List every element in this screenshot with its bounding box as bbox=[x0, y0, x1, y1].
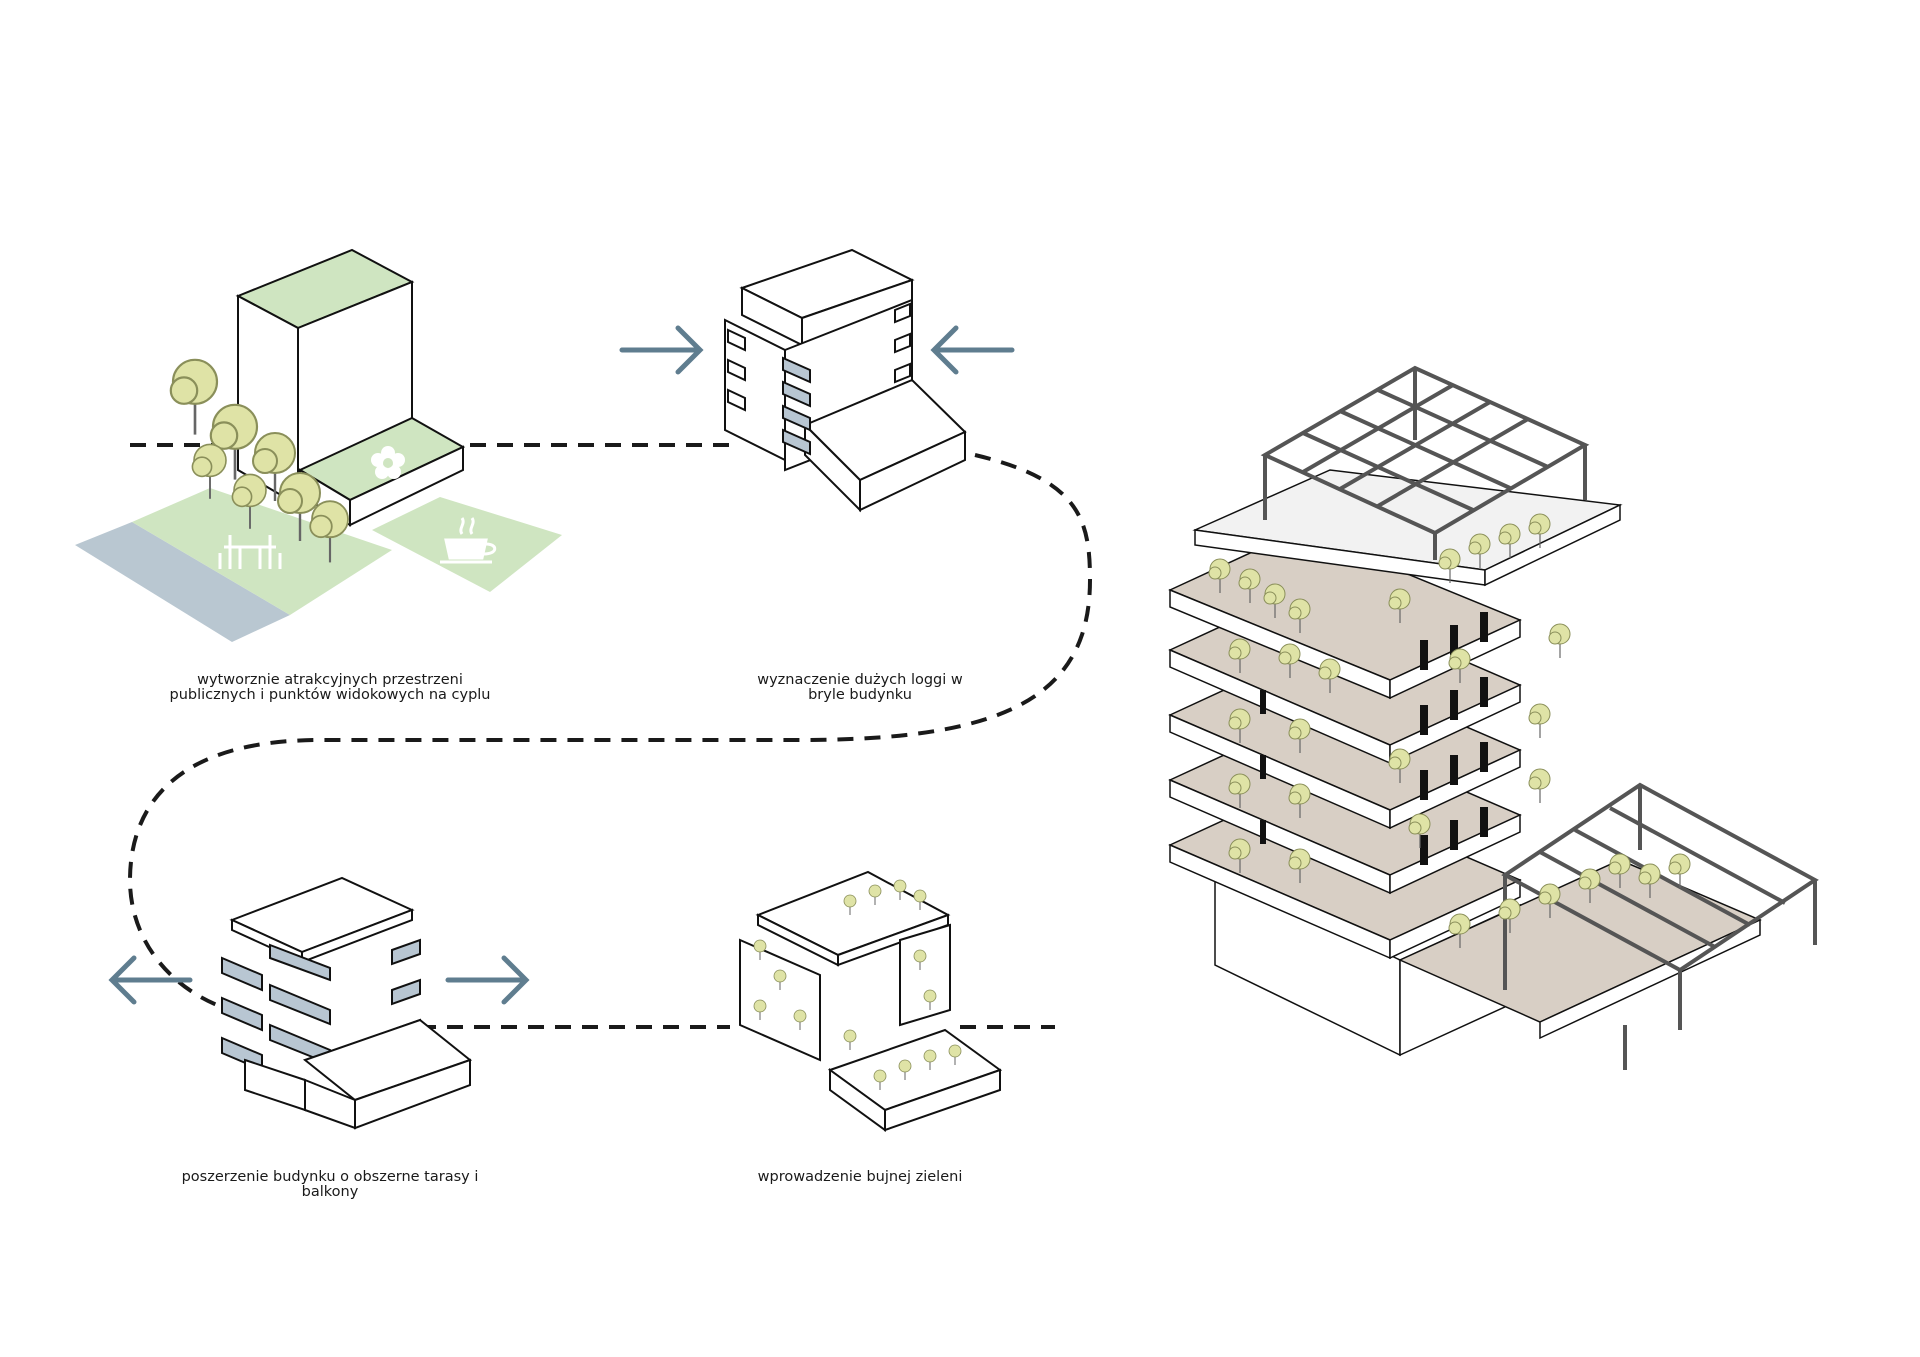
step2-caption-line1: wyznaczenie dużych loggi w bbox=[757, 672, 963, 688]
step2-illustration bbox=[724, 248, 967, 513]
windows bbox=[1260, 612, 1488, 865]
park-plane bbox=[132, 488, 392, 615]
step3-caption-line1: poszerzenie budynku o obszerne tarasy i bbox=[181, 1169, 479, 1185]
arrow-outward-right bbox=[445, 955, 530, 1005]
final-building bbox=[1168, 365, 1819, 1070]
step1-caption-line1: wytworznie atrakcyjnych przestrzeni bbox=[197, 672, 463, 688]
step3-caption: poszerzenie budynku o obszerne tarasy i … bbox=[150, 1170, 510, 1200]
process-path bbox=[127, 443, 1093, 1029]
step3-caption-line2: balkony bbox=[301, 1184, 359, 1200]
podium-pergola bbox=[1501, 782, 1819, 1070]
loggias bbox=[782, 356, 811, 456]
arrow-inward-right bbox=[930, 325, 1015, 375]
street-plane bbox=[75, 522, 290, 642]
step2-caption-line2: bryle budynku bbox=[808, 687, 912, 703]
coffee-cup-icon bbox=[440, 517, 497, 564]
picnic-table-icon bbox=[218, 535, 282, 569]
step1-caption: wytworznie atrakcyjnych przestrzeni publ… bbox=[150, 673, 510, 703]
roof-pergola bbox=[1260, 365, 1590, 560]
step4-illustration bbox=[739, 870, 1003, 1132]
step3-illustration bbox=[221, 876, 473, 1130]
flower-icon bbox=[371, 446, 405, 479]
arrow-outward-left bbox=[108, 955, 193, 1005]
step1-caption-line2: publicznych i punktów widokowych na cypl… bbox=[169, 687, 491, 703]
step4-caption: wprowadzenie bujnej zieleni bbox=[710, 1170, 1010, 1185]
tower-front bbox=[237, 294, 299, 507]
step1-illustration bbox=[75, 248, 562, 642]
terraces bbox=[1168, 529, 1522, 960]
arrow-inward-left bbox=[619, 325, 704, 375]
step2-caption: wyznaczenie dużych loggi w bryle budynku bbox=[710, 673, 1010, 703]
step4-caption-line1: wprowadzenie bujnej zieleni bbox=[757, 1169, 963, 1185]
